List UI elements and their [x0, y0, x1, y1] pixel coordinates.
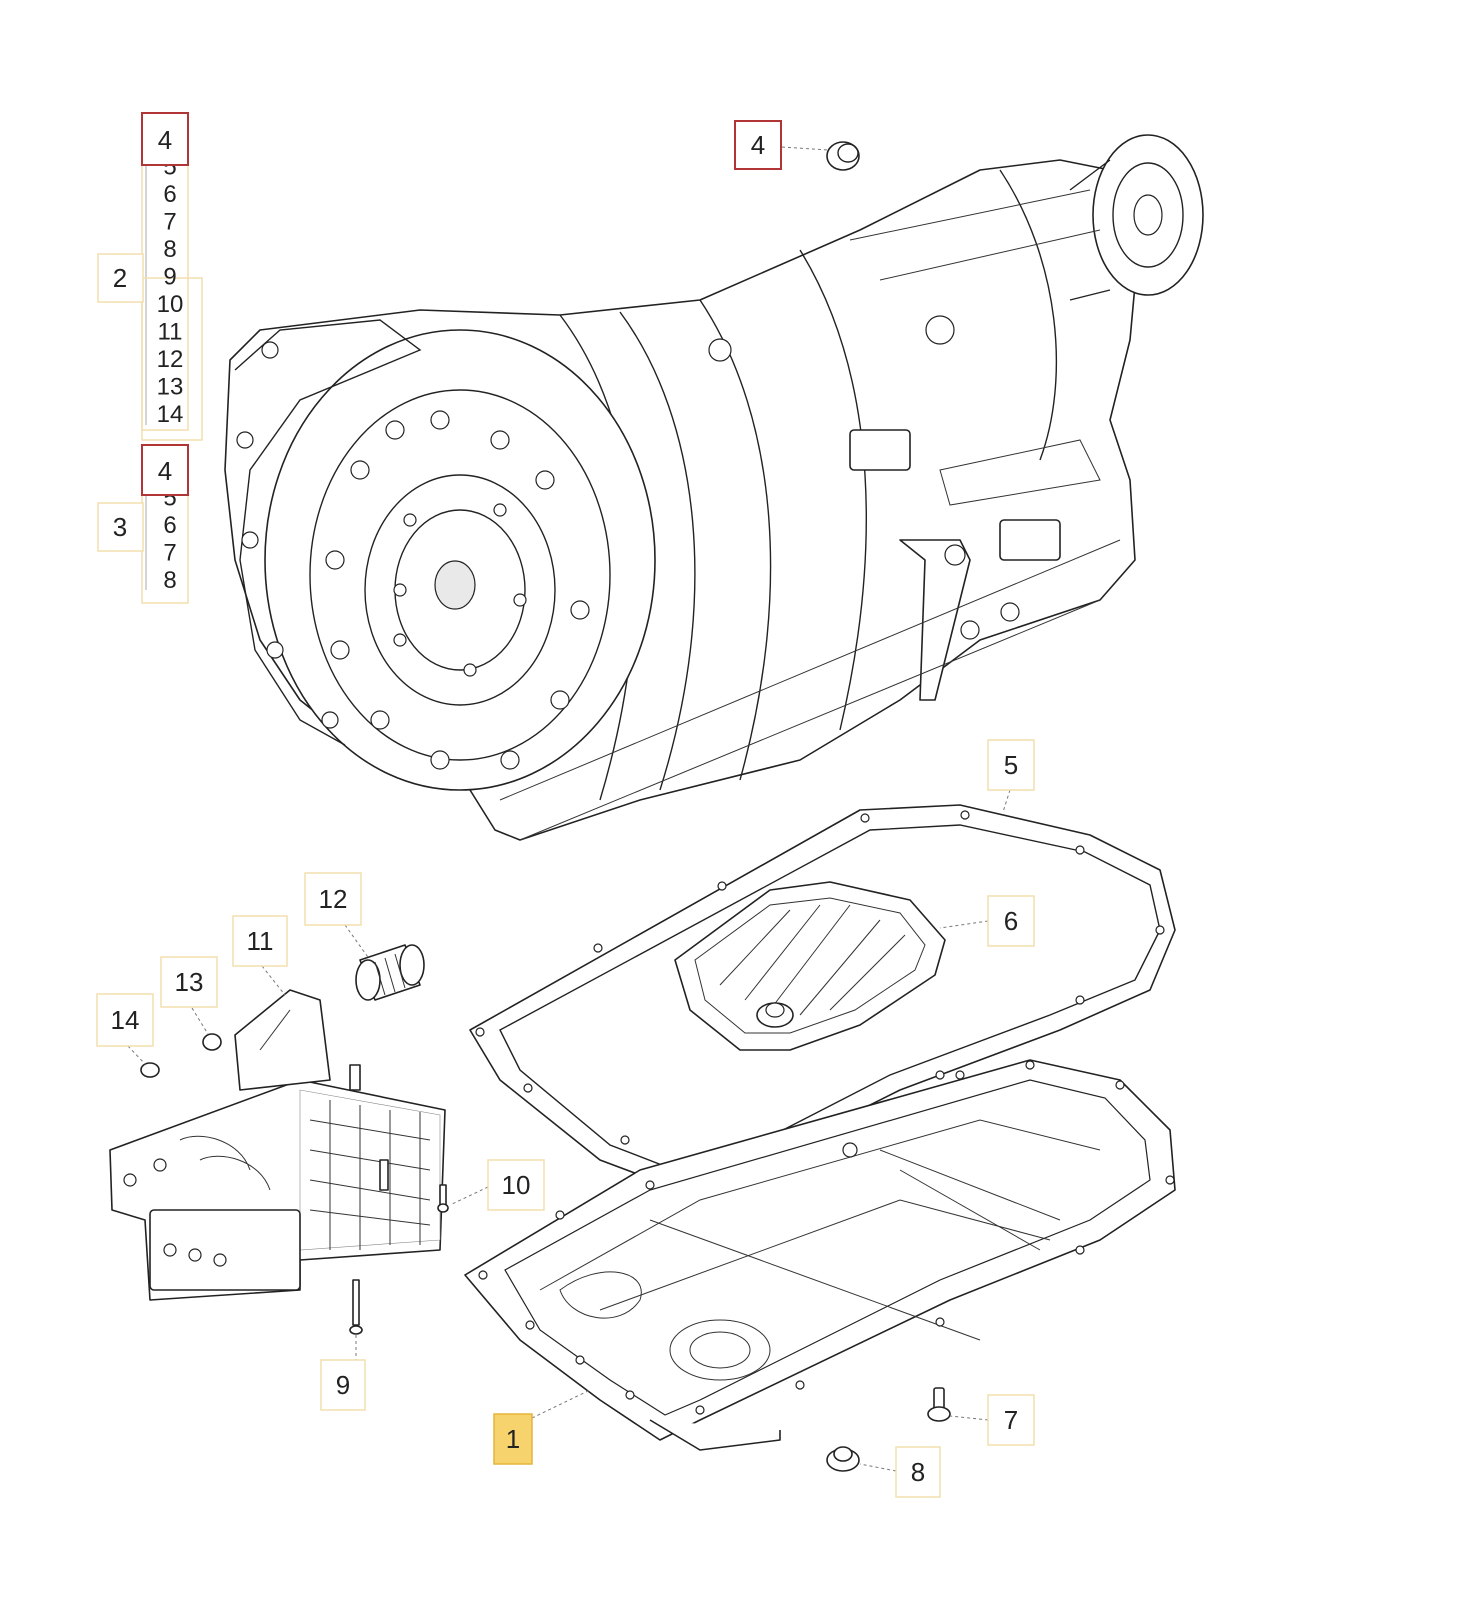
callout-7[interactable]: 7 — [987, 1394, 1035, 1446]
group-3-item-6[interactable]: 6 — [163, 512, 176, 539]
group-2-item-10[interactable]: 10 — [157, 291, 184, 318]
group-2-item-13[interactable]: 13 — [157, 374, 184, 401]
group-3-item-8[interactable]: 8 — [163, 567, 176, 594]
leader-lines — [127, 146, 1011, 1472]
flexplate-holes — [325, 410, 590, 770]
callout-10[interactable]: 10 — [487, 1159, 545, 1211]
group-2-item-9[interactable]: 9 — [163, 264, 176, 291]
part-10-bolt[interactable] — [437, 1184, 449, 1213]
callout-12[interactable]: 12 — [304, 872, 362, 926]
part-6-filter[interactable] — [674, 881, 946, 1051]
callout-4-list-3[interactable]: 4 — [141, 444, 189, 496]
callout-3[interactable]: 3 — [97, 502, 144, 552]
part-14-nut[interactable] — [140, 1062, 160, 1078]
part-11-valve-body[interactable] — [109, 989, 446, 1301]
group-2-item-6[interactable]: 6 — [163, 181, 176, 208]
part-7-bolt[interactable] — [927, 1387, 951, 1422]
callout-9[interactable]: 9 — [320, 1359, 366, 1411]
callout-1[interactable]: 1 — [493, 1413, 533, 1465]
part-12-connector-sleeve[interactable] — [355, 944, 425, 1001]
callout-4-top[interactable]: 4 — [734, 120, 782, 170]
group-2-item-12[interactable]: 12 — [157, 346, 184, 373]
part-13-nut[interactable] — [202, 1033, 222, 1051]
callout-11[interactable]: 11 — [232, 915, 288, 967]
group-2-item-7[interactable]: 7 — [163, 209, 176, 236]
group-2-item-14[interactable]: 14 — [157, 401, 184, 428]
part-9-bolt[interactable] — [349, 1279, 363, 1335]
callout-5[interactable]: 5 — [987, 739, 1035, 791]
callout-2[interactable]: 2 — [97, 253, 144, 303]
group-3-item-7[interactable]: 7 — [163, 540, 176, 567]
part-1-oil-pan[interactable] — [464, 1059, 1176, 1451]
part-4-plug[interactable] — [826, 141, 860, 171]
group-2-item-11[interactable]: 11 — [158, 319, 183, 346]
part-8-drain-plug[interactable] — [826, 1446, 860, 1472]
callout-4-list-2[interactable]: 4 — [141, 112, 189, 166]
callout-13[interactable]: 13 — [160, 956, 218, 1008]
callout-6[interactable]: 6 — [987, 895, 1035, 947]
group-2-item-8[interactable]: 8 — [163, 236, 176, 263]
callout-8[interactable]: 8 — [895, 1446, 941, 1498]
transmission-assembly — [224, 134, 1204, 841]
callout-14[interactable]: 14 — [96, 993, 154, 1047]
